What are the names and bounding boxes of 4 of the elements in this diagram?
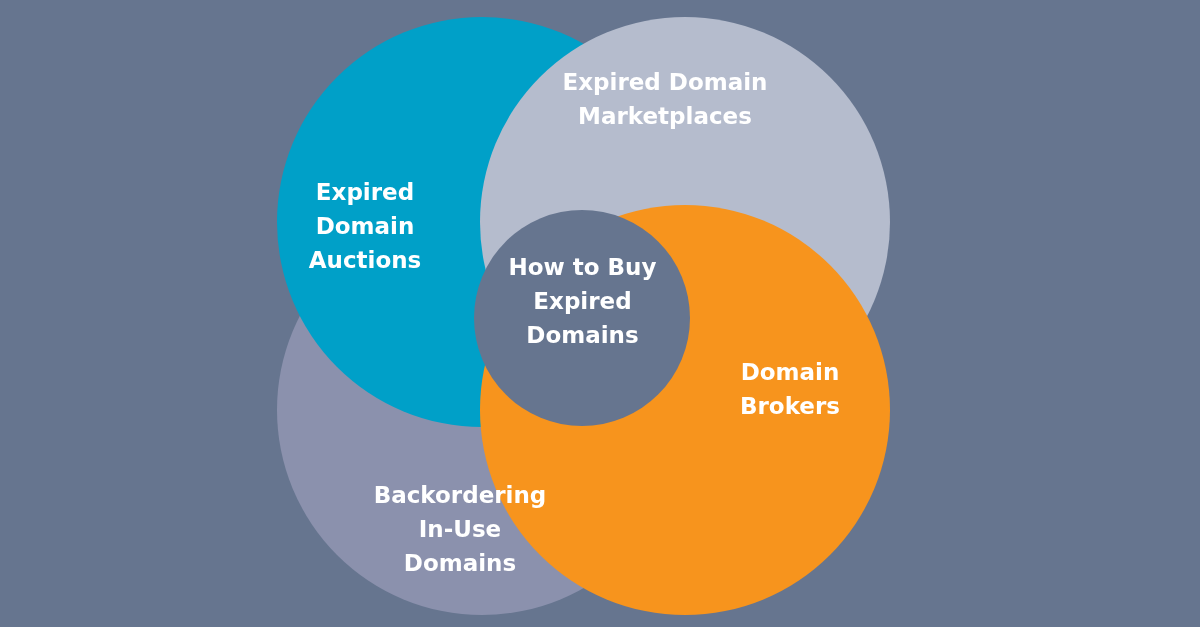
- circle-label: Domain Brokers: [739, 358, 841, 421]
- circle-label: Expired Domain Auctions: [307, 178, 423, 275]
- circle-label: Expired Domain Marketplaces: [561, 68, 769, 131]
- circle-label: How to Buy Expired Domains: [507, 253, 658, 350]
